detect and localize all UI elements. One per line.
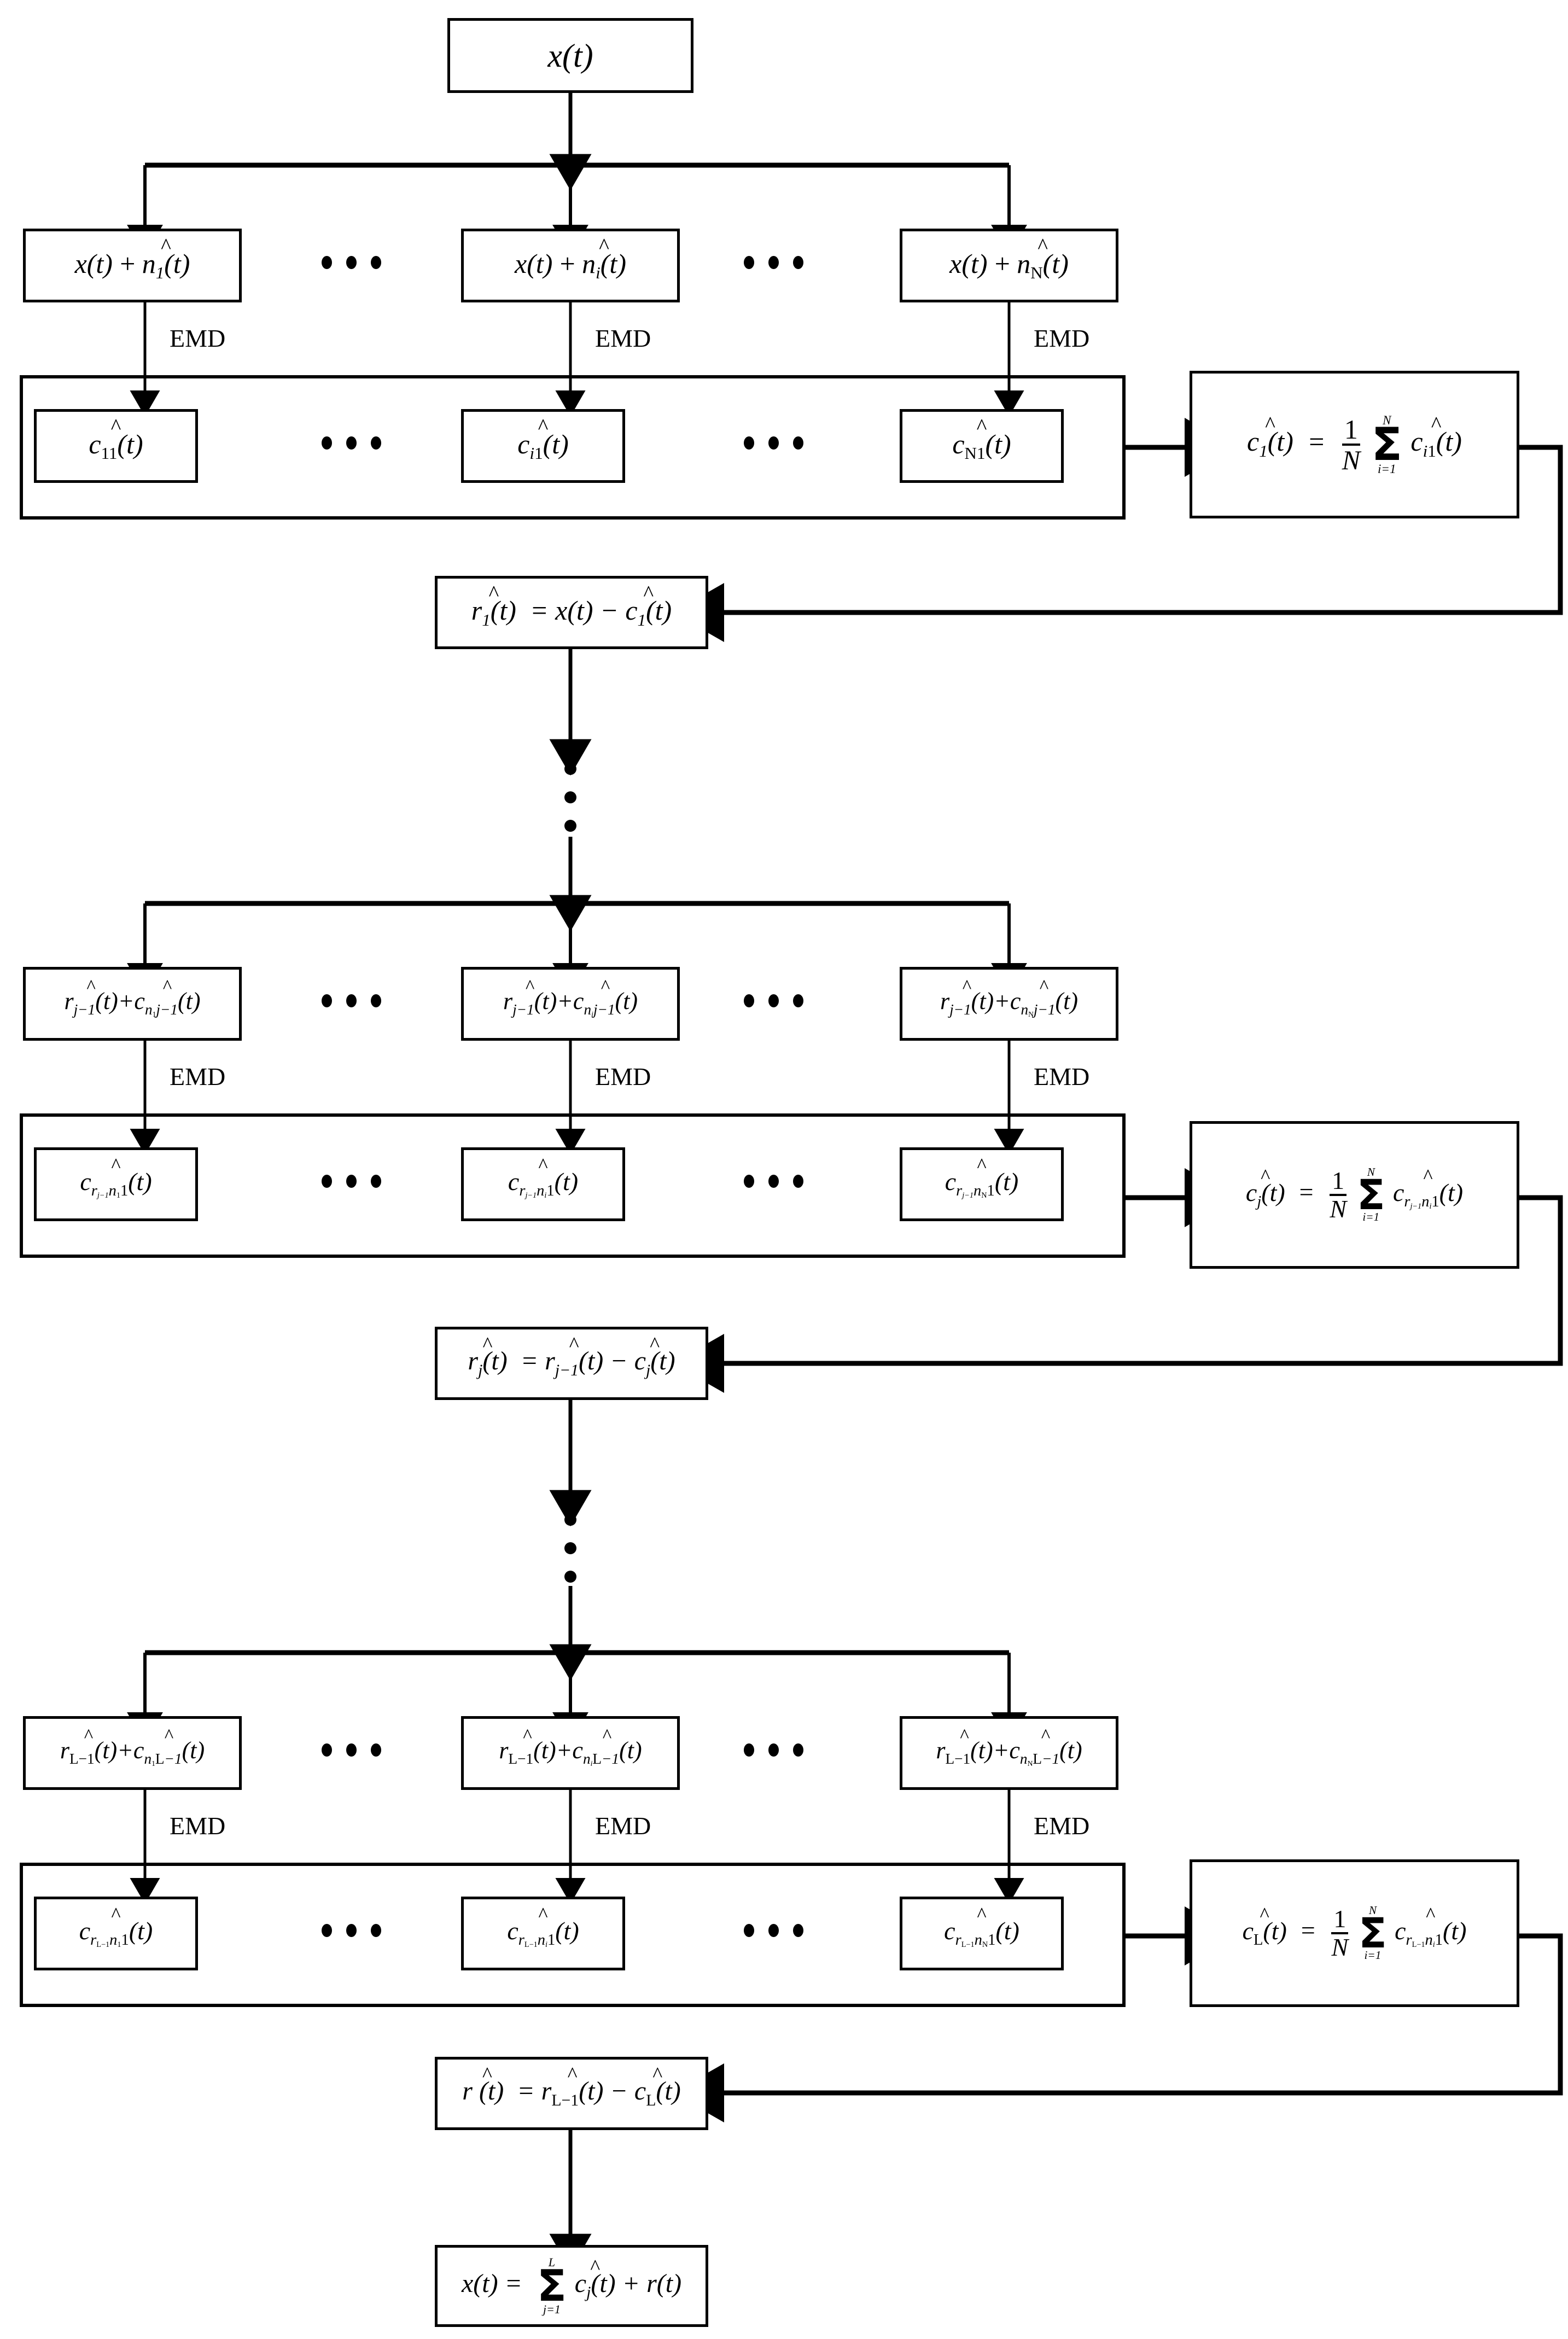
imf-box-N1: cN1(t)^ [900,409,1064,483]
residual-box-j: rj(t)^ = rj−1(t)^ − cj(t)^ [435,1327,708,1400]
imf-box-j-1: crj−1n11(t)^ [34,1147,198,1221]
emd-label-j-3: EMD [1034,1063,1090,1090]
ellipsis-noisy-j-2 [744,994,803,1007]
ellipsis-noisy-L-2 [744,1743,803,1757]
imf-label-N1: cN1(t)^ [952,414,1011,463]
ellipsis-noisy-1 [322,256,381,269]
imf-group-rect-1 [20,375,1126,520]
residual-box-1: r1(t)^ = x(t) − c1(t)^ [435,576,708,649]
noisy-label-j-N: rj−1(t)^+cnNj−1(t)^ [940,976,1079,1018]
noisy-signal-box-1: x(t) + n1(t)^ [23,229,242,302]
ellipsis-noisy-L-1 [322,1743,381,1757]
imf-box-11: c11(t)^ [34,409,198,483]
emd-label-j-2: EMD [595,1063,651,1090]
noisy-signal-box-i: x(t) + ni(t)^ [461,229,680,302]
imf-box-j-i: crj−1ni1(t)^ [461,1147,625,1221]
imf-label-L-N: crL−1nN1(t)^ [944,1903,1019,1949]
noisy-box-L-N: rL−1(t)^+cnNL−1(t)^ [900,1716,1118,1790]
ellipsis-noisy-2 [744,256,803,269]
noisy-box-j-1: rj−1(t)^+cn1j−1(t)^ [23,967,242,1041]
emd-label-L-1: EMD [170,1812,226,1840]
noisy-label-L-i: rL−1(t)^+cniL−1(t)^ [499,1725,642,1768]
imf-box-i1: ci1(t)^ [461,409,625,483]
emd-label-j-1: EMD [170,1063,226,1090]
final-residual-box: r (t)^ = rL−1(t)^ − cL(t)^ [435,2057,708,2130]
residual-label-j: rj(t)^ = rj−1(t)^ − cj(t)^ [468,1333,675,1379]
ellipsis-imf-j-2 [744,1175,803,1188]
ellipsis-imf-2 [744,436,803,450]
ellipsis-noisy-j-1 [322,994,381,1007]
noisy-label-L-1: rL−1(t)^+cn1L−1(t)^ [60,1725,205,1768]
noisy-signal-label-N: x(t) + nN(t)^ [949,234,1069,283]
noisy-signal-box-N: x(t) + nN(t)^ [900,229,1118,302]
imf-box-j-N: crj−1nN1(t)^ [900,1147,1064,1221]
imf-label-L-i: crL−1ni1(t)^ [507,1903,579,1949]
ellipsis-imf-1 [322,436,381,450]
source-signal-label: x(t) [547,37,593,74]
imf-label-j-i: crj−1ni1(t)^ [508,1154,579,1200]
vertical-ellipsis-2 [564,1514,576,1583]
source-signal-box: x(t) [447,18,693,93]
noisy-signal-label-1: x(t) + n1(t)^ [74,234,190,283]
imf-label-i1: ci1(t)^ [517,414,569,463]
emd-label-L-3: EMD [1034,1812,1090,1840]
imf-label-11: c11(t)^ [89,414,143,463]
ellipsis-imf-j-1 [322,1175,381,1188]
noisy-signal-label-i: x(t) + ni(t)^ [515,234,626,283]
noisy-label-j-1: rj−1(t)^+cn1j−1(t)^ [64,976,201,1018]
emd-label-1-3: EMD [1034,324,1090,352]
residual-label-1: r1(t)^ = x(t) − c1(t)^ [471,580,672,629]
ellipsis-imf-L-2 [744,1924,803,1937]
imf-group-rect-L [20,1863,1126,2007]
imf-box-L-i: crL−1ni1(t)^ [461,1897,625,1970]
vertical-ellipsis-1 [564,763,576,832]
noisy-label-L-N: rL−1(t)^+cnNL−1(t)^ [936,1725,1082,1768]
imf-group-rect-j [20,1113,1126,1258]
emd-label-L-2: EMD [595,1812,651,1840]
imf-box-L-1: crL−1n11(t)^ [34,1897,198,1970]
noisy-box-j-i: rj−1(t)^+cnij−1(t)^ [461,967,680,1041]
imf-label-j-N: crj−1nN1(t)^ [945,1154,1019,1200]
final-residual-label: r (t)^ = rL−1(t)^ − cL(t)^ [462,2063,681,2109]
noisy-box-j-N: rj−1(t)^+cnNj−1(t)^ [900,967,1118,1041]
noisy-box-L-i: rL−1(t)^+cniL−1(t)^ [461,1716,680,1790]
emd-label-1-2: EMD [595,324,651,352]
imf-box-L-N: crL−1nN1(t)^ [900,1897,1064,1970]
imf-label-j-1: crj−1n11(t)^ [80,1154,152,1200]
emd-label-1-1: EMD [170,324,226,352]
noisy-box-L-1: rL−1(t)^+cn1L−1(t)^ [23,1716,242,1790]
ellipsis-imf-L-1 [322,1924,381,1937]
imf-label-L-1: crL−1n11(t)^ [79,1903,153,1949]
noisy-label-j-i: rj−1(t)^+cnij−1(t)^ [503,976,638,1018]
